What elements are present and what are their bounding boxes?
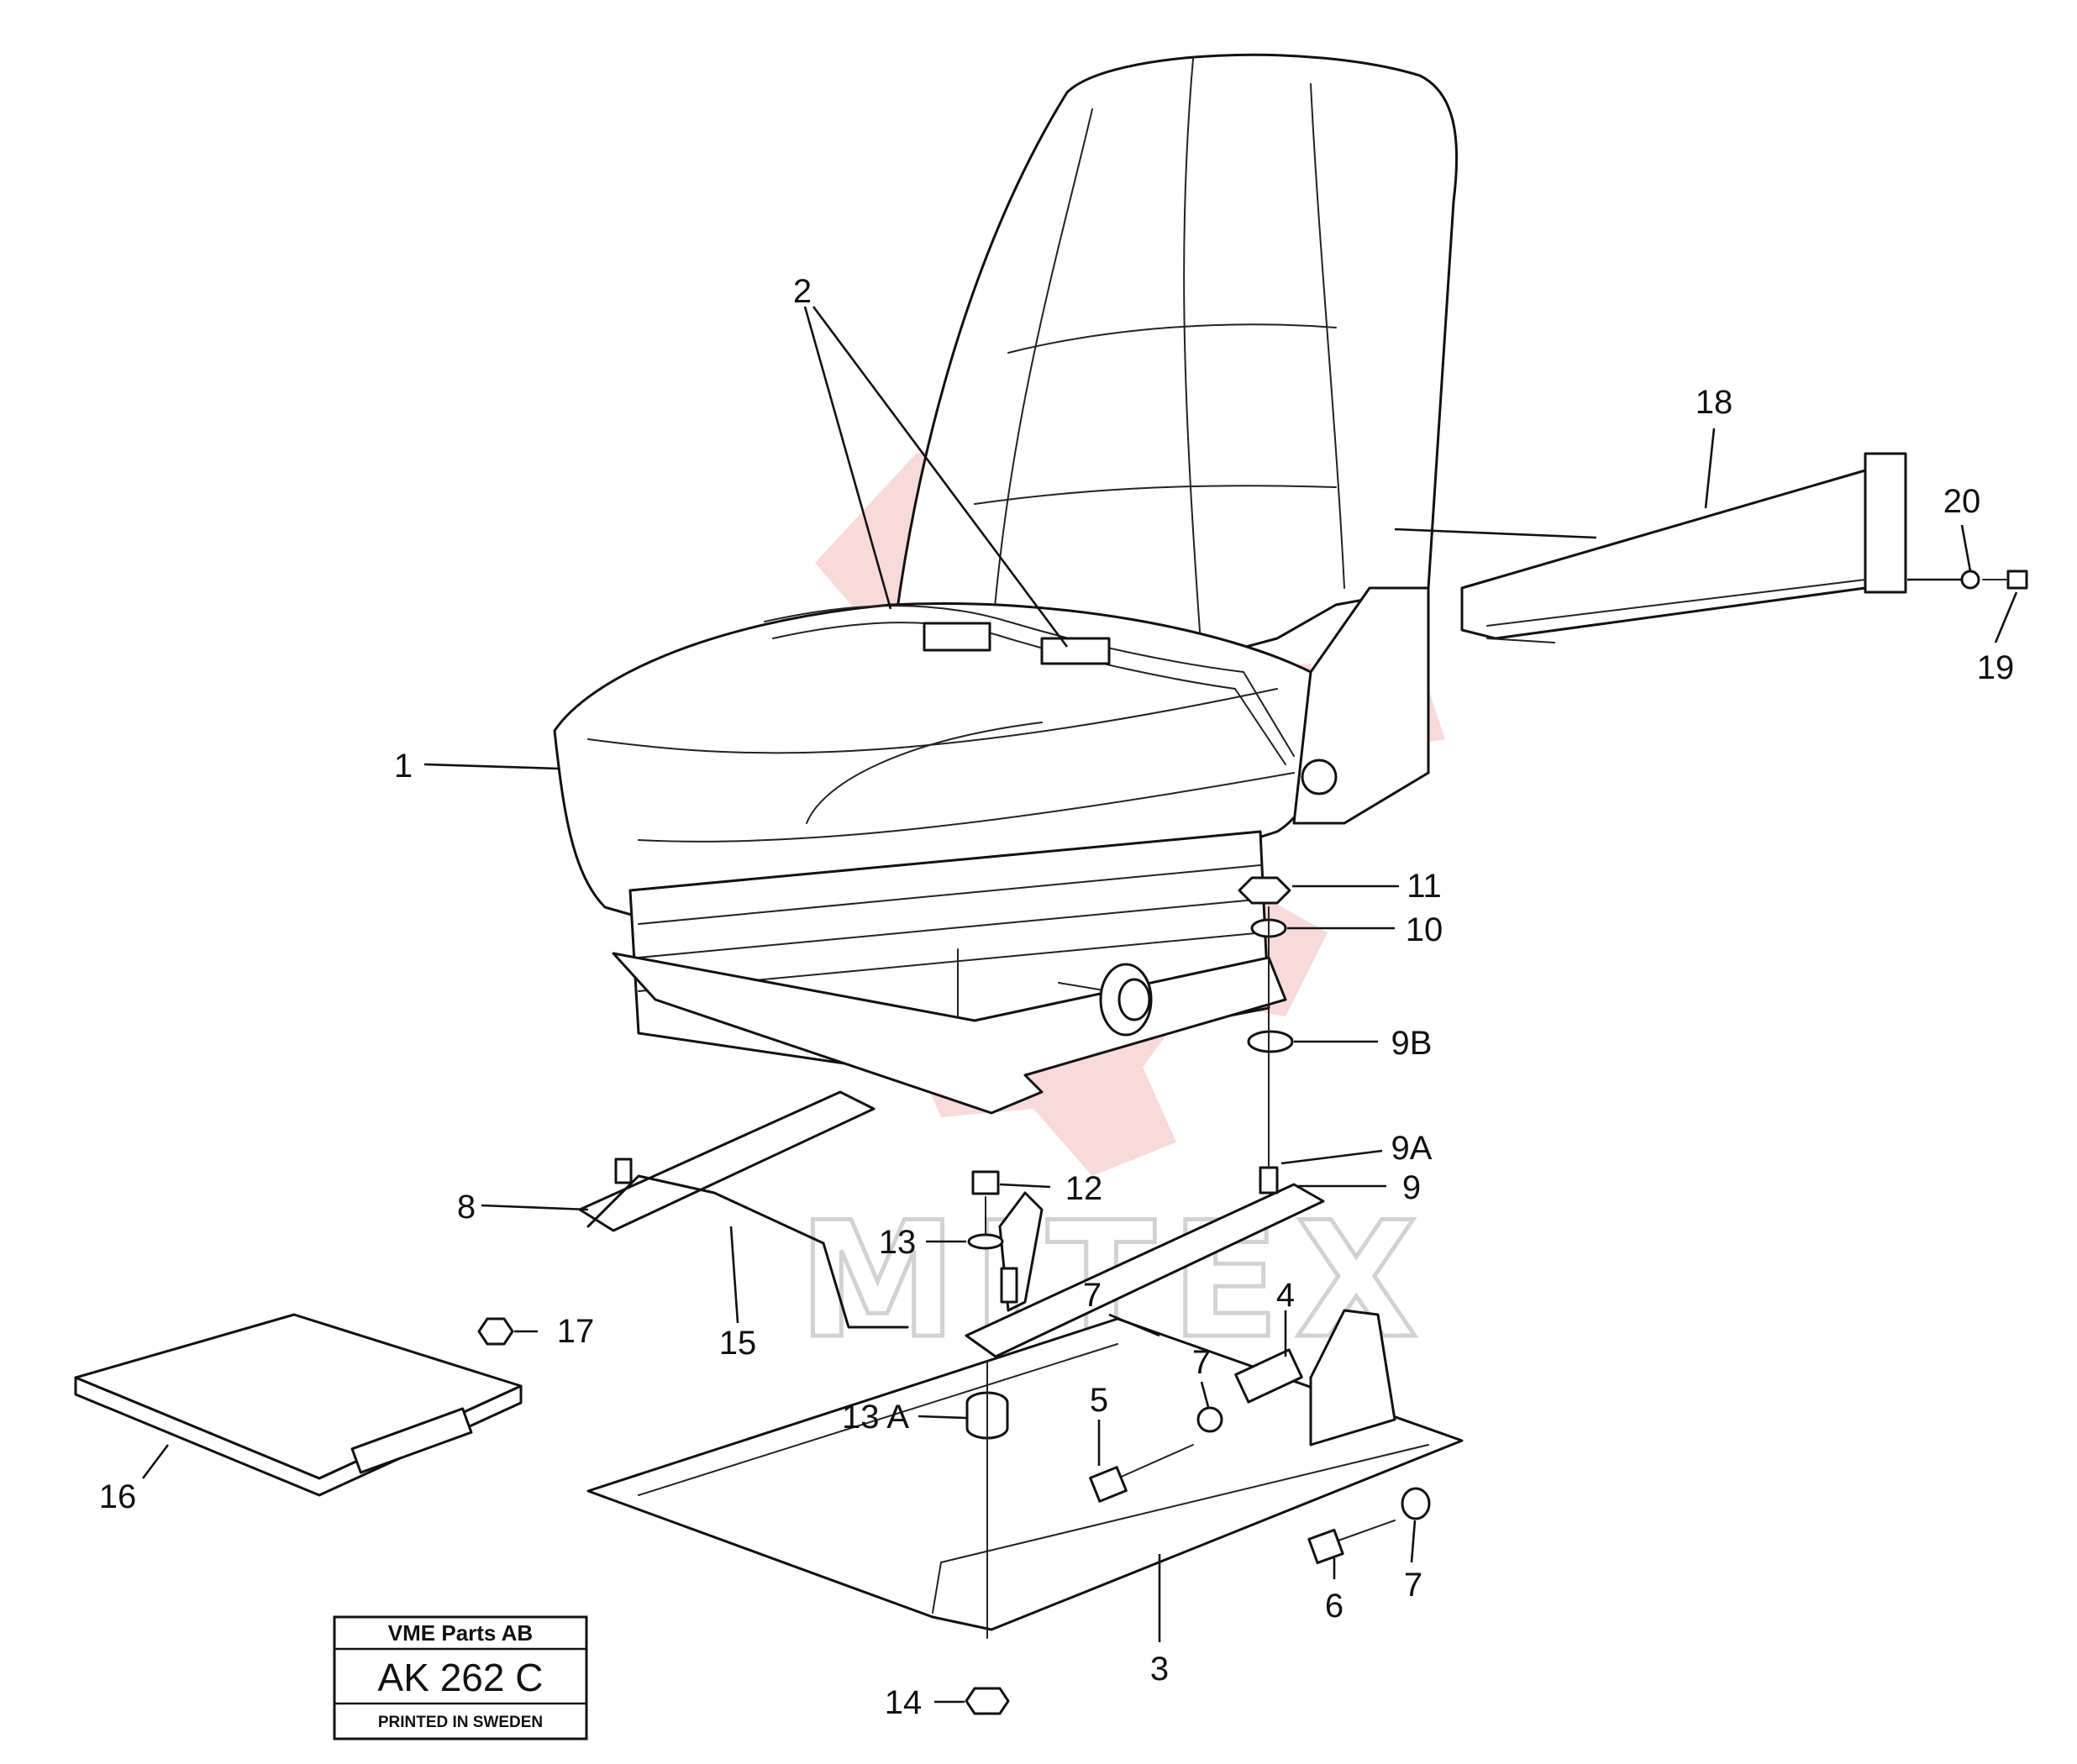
armrest-screw [1982, 570, 2028, 590]
callout-3: 3 [1150, 1651, 1169, 1688]
washer-9B [1247, 1030, 1294, 1053]
rail-bolt-left [614, 1158, 633, 1184]
fastener-stack-right [1238, 876, 1294, 1168]
callout-9A: 9A [1391, 1130, 1433, 1167]
washer-7-upper [1196, 1406, 1223, 1433]
bolt-6 [1307, 1520, 1396, 1565]
callout-2: 2 [793, 273, 812, 310]
callout-15: 15 [719, 1325, 757, 1362]
armrest-washer [1960, 570, 1980, 590]
rear-bracket-damper [1234, 1309, 1396, 1446]
callout-7c: 7 [1083, 1277, 1102, 1314]
rail-bolt-9A [1259, 1166, 1279, 1194]
bolt-5 [1089, 1444, 1194, 1503]
slide-rail-right [965, 1183, 1325, 1358]
callout-9B: 9B [1391, 1025, 1433, 1062]
damper-4 [1234, 1348, 1303, 1404]
callout-7a: 7 [1192, 1344, 1211, 1381]
swivel-plate [74, 1313, 523, 1497]
washer-7-lower [1401, 1487, 1431, 1520]
adjustment-lever [586, 1174, 909, 1329]
floor-plate [586, 1317, 1464, 1631]
belt-anchor [1301, 759, 1338, 795]
armrest [1460, 452, 1907, 643]
callout-19: 19 [1977, 649, 2015, 686]
callout-1: 1 [394, 748, 413, 785]
callout-16: 16 [99, 1478, 137, 1515]
stamp-company: VME Parts AB [388, 1620, 533, 1646]
nut-14 [965, 1687, 1010, 1715]
bracket-screw-12 [971, 1170, 1000, 1195]
title-stamp: VME Parts AB AK 262 C PRINTED IN SWEDEN [333, 1615, 588, 1740]
washer-13 [967, 1233, 1004, 1250]
callout-13A: 13 A [842, 1399, 909, 1436]
callout-5: 5 [1090, 1382, 1108, 1419]
callout-4: 4 [1276, 1277, 1295, 1314]
callout-14: 14 [885, 1684, 923, 1721]
nut-17 [477, 1317, 514, 1346]
swivel-damper [350, 1407, 473, 1474]
callout-20: 20 [1943, 483, 1981, 520]
callout-11: 11 [1407, 868, 1442, 905]
slide-rail-left [578, 1090, 875, 1232]
height-adjust-bracket [967, 1170, 1044, 1312]
callout-6: 6 [1325, 1588, 1343, 1625]
callout-13: 13 [879, 1224, 917, 1261]
callout-7b: 7 [1404, 1567, 1422, 1604]
adjustment-knob [1058, 963, 1153, 1037]
spacer-13A [965, 1360, 1009, 1639]
belt-buckle-left [923, 622, 991, 652]
callout-12: 12 [1065, 1170, 1103, 1207]
belt-buckle-right [1040, 637, 1111, 665]
stamp-printed: PRINTED IN SWEDEN [378, 1714, 543, 1731]
callout-9: 9 [1402, 1169, 1421, 1206]
nut-11 [1238, 876, 1291, 905]
callout-18: 18 [1696, 384, 1733, 421]
callout-8: 8 [457, 1189, 476, 1226]
leader-lines [141, 306, 2018, 1704]
seat-belt [764, 605, 1338, 795]
stamp-code: AK 262 C [378, 1656, 544, 1699]
callout-17: 17 [557, 1313, 595, 1350]
seat-backrest [889, 53, 1459, 699]
callout-10: 10 [1406, 911, 1443, 948]
